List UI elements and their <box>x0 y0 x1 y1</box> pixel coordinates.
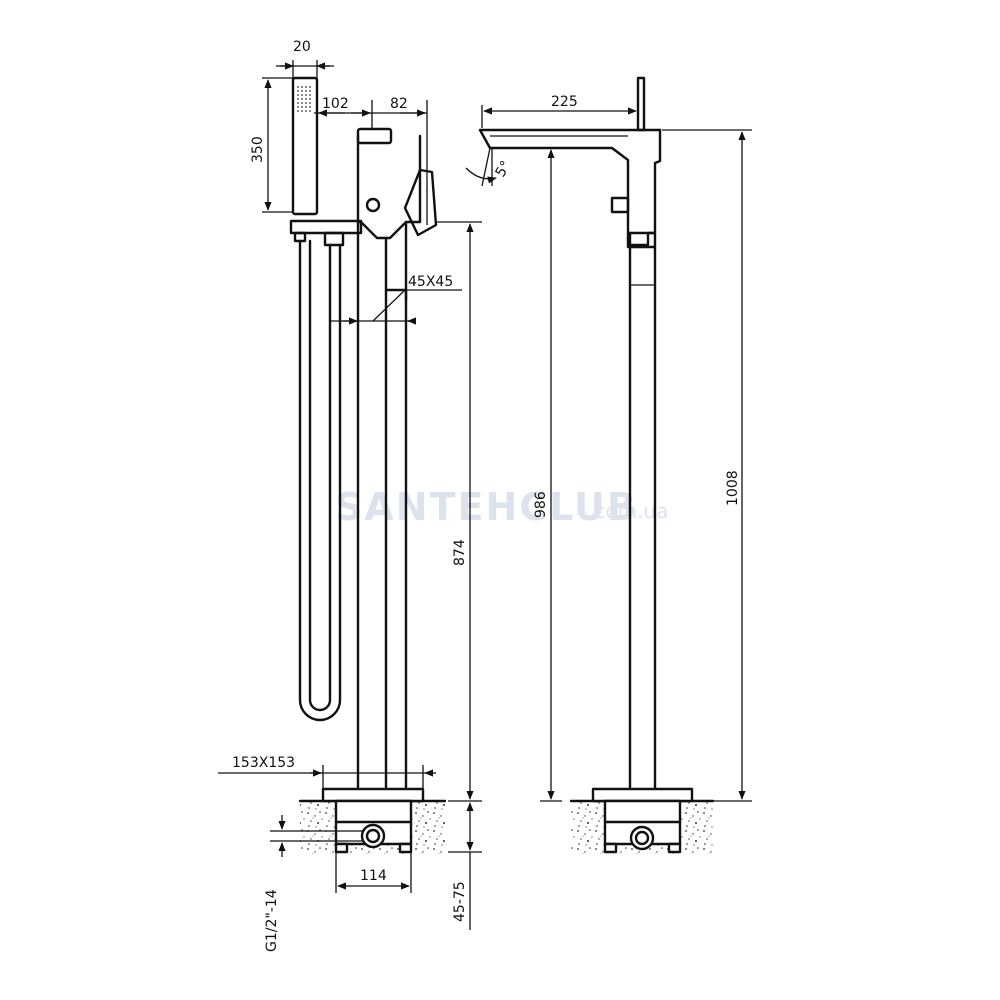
floor-mount-front <box>298 787 447 854</box>
mixer-head <box>356 134 422 240</box>
dim-shower-length: 350 <box>250 136 266 163</box>
dim-mount-width: 114 <box>360 868 387 884</box>
dim-mount-depth: 45-75 <box>452 881 468 922</box>
shower-holder-bracket <box>289 219 363 235</box>
hand-shower-head <box>291 76 319 216</box>
dim-shower-width: 20 <box>293 39 311 55</box>
mixer-lever <box>403 168 438 237</box>
mixer-ring-side <box>626 231 657 249</box>
inlet-port-side <box>629 825 655 851</box>
mixer-top-cap <box>356 127 393 145</box>
dim-total-height-front: 874 <box>452 539 468 566</box>
shower-hose <box>298 239 342 722</box>
base-plate-front <box>321 787 425 803</box>
shower-nozzle-dots <box>297 86 311 112</box>
dim-spout-reach: 225 <box>551 94 578 110</box>
dim-height-to-spout: 986 <box>533 491 549 518</box>
dim-tube-section: 45X45 <box>408 274 453 290</box>
dim-body-width: 82 <box>390 96 408 112</box>
diverter-knob-side <box>610 196 630 214</box>
dimensions-front: 20 350 102 82 45X45 <box>218 39 482 952</box>
hose-connector-right <box>323 231 345 247</box>
diverter-knob <box>365 197 381 213</box>
shower-holder-side <box>636 76 646 132</box>
dim-spout-angle: 5° <box>493 158 515 180</box>
faucet-body-front <box>356 127 438 802</box>
dim-shower-to-body: 102 <box>322 96 349 112</box>
front-view: 20 350 102 82 45X45 <box>218 39 482 952</box>
inlet-port-front <box>360 823 386 849</box>
dimensions-side: 225 5° 986 1008 <box>465 94 752 802</box>
base-plate-side <box>591 787 694 803</box>
faucet-body-side <box>478 76 662 792</box>
watermark-domain: .com.ua <box>588 499 668 523</box>
dim-base-plate: 153X153 <box>232 755 295 771</box>
spout-and-mixer-side <box>478 128 662 247</box>
hand-shower <box>289 76 363 247</box>
side-view: 225 5° 986 1008 <box>465 76 752 854</box>
floor-mount-side <box>569 787 715 854</box>
dim-total-height-side: 1008 <box>725 470 741 506</box>
dim-inlet-thread: G1/2"-14 <box>264 889 280 952</box>
